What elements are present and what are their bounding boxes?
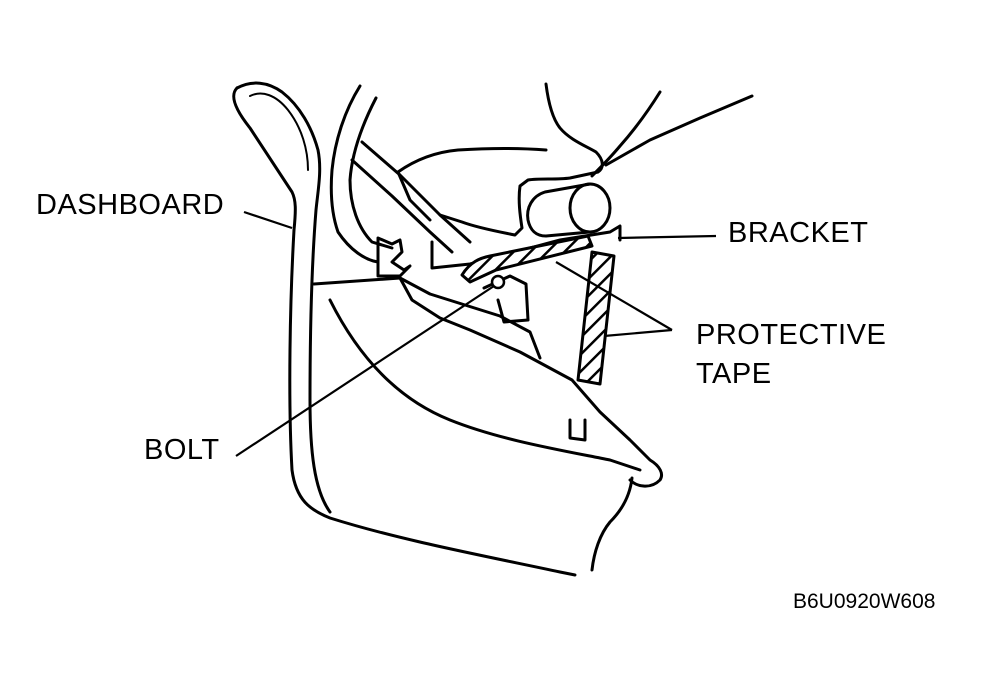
protective-tape-strip-horizontal [460, 234, 594, 284]
bracket-plate [430, 224, 622, 270]
motor-cylinder-end [568, 182, 612, 234]
lower-panel-inner [398, 276, 542, 360]
dashboard-outline [232, 86, 577, 577]
pillar-frame-inner [348, 96, 394, 250]
upper-housing-top [396, 147, 548, 174]
protective-tape-label-line2: TAPE [696, 358, 772, 390]
lower-panel [312, 276, 664, 488]
roof-diagonal [604, 94, 754, 167]
dashboard-inner-edge [235, 81, 332, 514]
bracket-label: BRACKET [728, 217, 869, 249]
protective-tape-strip-vertical [576, 250, 616, 386]
protective-tape-label-line1: PROTECTIVE [696, 319, 887, 351]
upper-housing [438, 82, 604, 237]
dashboard-leader [243, 210, 293, 230]
pillar-frame [329, 84, 380, 264]
dashboard-label: DASHBOARD [36, 189, 225, 221]
dashboard-lip [249, 92, 309, 171]
tape-leader-upper [555, 261, 673, 331]
bolt-label: BOLT [144, 434, 220, 466]
windshield-trim-2 [350, 158, 454, 254]
lower-corner [568, 418, 587, 442]
bolt-icon [490, 274, 506, 290]
roof-line [590, 90, 662, 178]
figure-code: B6U0920W608 [793, 590, 936, 613]
bracket-step [376, 236, 412, 278]
lower-latch [482, 274, 530, 324]
bolt-leader [235, 285, 495, 457]
lower-panel-curve [328, 298, 642, 472]
windshield-trim [360, 140, 472, 244]
lower-sweep [590, 476, 634, 572]
bracket-leader [617, 234, 717, 240]
tape-leader-lower [603, 328, 673, 338]
upper-housing-left [396, 170, 432, 222]
motor-cylinder-body [526, 182, 592, 238]
